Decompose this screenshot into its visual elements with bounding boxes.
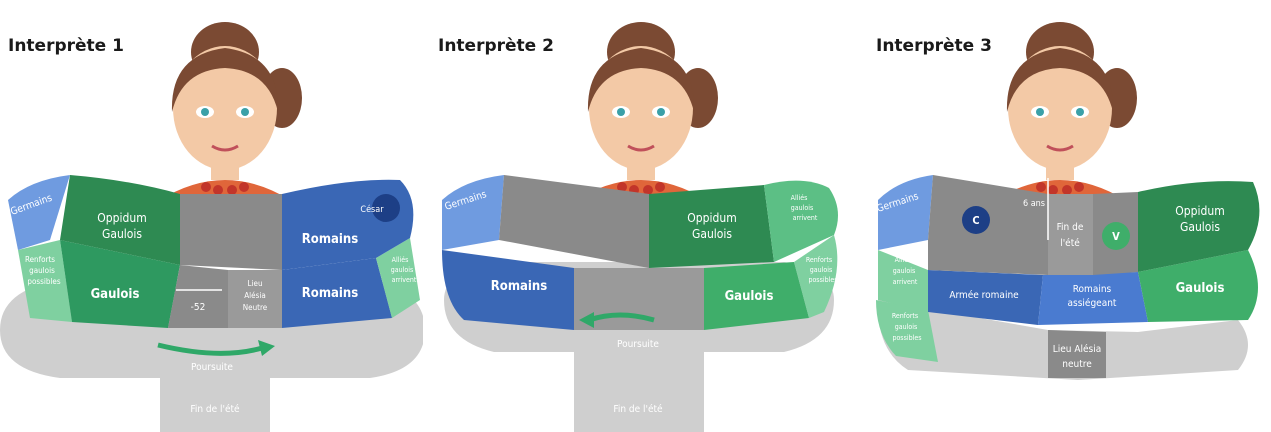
label-allies-3: arrivent	[893, 278, 918, 286]
label-six-ans: 6 ans	[1023, 199, 1045, 209]
woman-illustration	[576, 22, 718, 215]
segment-gaulois	[704, 262, 809, 330]
segment-lieu	[1048, 330, 1106, 378]
segment-armee	[928, 270, 1043, 325]
segment-allies	[878, 250, 928, 312]
v-badge	[1102, 222, 1130, 250]
segment-renforts	[18, 240, 72, 322]
label-poursuite: Poursuite	[191, 362, 233, 373]
segment-germains	[8, 175, 70, 250]
cesar-badge	[372, 194, 400, 222]
segment-romains-assiegeant	[1038, 272, 1148, 325]
segment-germains	[878, 175, 933, 250]
label-cesar: César	[360, 204, 384, 215]
interpreter-1-diagram: Germains Oppidum Gaulois Romains César R…	[0, 22, 423, 432]
interpreter-2-panel: Interprète 2 Germains Oppidum Gau	[424, 0, 847, 432]
label-c: C	[972, 214, 979, 227]
label-gaulois: Gaulois	[1176, 281, 1225, 296]
woman-illustration	[160, 22, 302, 215]
segment-oppidum	[60, 175, 180, 265]
label-allies-1: Alliés	[895, 256, 912, 264]
label-gaulois: Gaulois	[725, 289, 774, 304]
label-renforts-2: gaulois	[29, 266, 55, 275]
label-oppidum-1: Oppidum	[97, 211, 146, 225]
label-oppidum-2: Gaulois	[102, 227, 142, 241]
label-renforts-3: possibles	[892, 334, 921, 342]
label-renforts-2: gaulois	[810, 266, 832, 274]
label-renforts-1: Renforts	[806, 256, 832, 264]
c-badge	[962, 206, 990, 234]
interpreter-3-diagram: Germains C 6 ans Fin de l'été V Oppidum …	[876, 22, 1260, 380]
label-renforts-3: possibles	[808, 276, 837, 284]
label-fin: Fin de l'été	[613, 403, 663, 415]
label-allies-2: gaulois	[893, 267, 915, 275]
interpreter-3-title: Interprète 3	[876, 36, 992, 56]
woman-illustration	[995, 22, 1137, 215]
label-oppidum-2: Gaulois	[692, 227, 732, 241]
label-lieu-3: Neutre	[243, 303, 268, 312]
label-fin-ete-1: Fin de	[1057, 222, 1084, 233]
interpreter-2-title: Interprète 2	[438, 36, 554, 56]
segment-romains-bottom	[282, 258, 392, 328]
label-allies-3: arrivent	[392, 276, 417, 284]
label-lieu-1: Lieu Alésia	[1053, 343, 1102, 355]
label-romains-bottom: Romains	[302, 286, 358, 301]
label-lieu-1: Lieu	[248, 279, 263, 288]
segment-center	[180, 194, 282, 270]
segment-gaulois	[60, 240, 180, 328]
segment-renforts	[876, 300, 938, 362]
label-romains-assiegeant-1: Romains	[1073, 284, 1112, 295]
label-oppidum-1: Oppidum	[1175, 204, 1224, 218]
label-renforts-2: gaulois	[895, 323, 917, 331]
segment-lieu	[228, 270, 282, 328]
label-renforts-1: Renforts	[25, 255, 55, 264]
interpreter-1-panel: Interprète 1	[0, 0, 423, 432]
segment-allies	[376, 238, 420, 318]
segment-allies	[764, 180, 838, 262]
segment-oppidum	[649, 185, 774, 268]
label-romains-top: Romains	[302, 232, 358, 247]
label-gaulois: Gaulois	[91, 287, 140, 302]
label-renforts-3: possibles	[27, 277, 60, 286]
segment-fin-ete	[1048, 194, 1093, 275]
label-lieu-2: Alésia	[244, 290, 266, 300]
segment-romains	[442, 250, 574, 330]
label-allies-1: Alliés	[791, 194, 808, 202]
segment-oppidum	[1138, 181, 1260, 272]
segment-gaulois	[1138, 250, 1258, 322]
segment-renforts	[794, 235, 838, 318]
label-renforts-1: Renforts	[892, 312, 918, 320]
label-romains: Romains	[491, 279, 547, 294]
label-allies-3: arrivent	[793, 214, 818, 222]
label-armee: Armée romaine	[949, 289, 1019, 301]
interpreter-3-panel: Interprète 3 Ger	[848, 0, 1271, 432]
interpreter-1-title: Interprète 1	[8, 36, 124, 56]
poursuite-arrow-icon	[588, 312, 655, 323]
label-arrow-year: -52	[191, 302, 206, 313]
label-oppidum-2: Gaulois	[1180, 220, 1220, 234]
segment-germains	[442, 175, 504, 250]
poursuite-arrow-icon	[157, 342, 263, 356]
label-v: V	[1112, 230, 1120, 243]
label-lieu-2: neutre	[1062, 359, 1092, 370]
segment-center	[499, 175, 649, 268]
interpreter-2-diagram: Germains Oppidum Gaulois Alliés gaulois …	[442, 22, 838, 432]
label-fin: Fin de l'été	[190, 403, 240, 415]
label-oppidum-1: Oppidum	[687, 211, 736, 225]
label-allies-2: gaulois	[791, 204, 813, 212]
segment-arrow-year	[168, 265, 228, 328]
label-allies-1: Alliés	[392, 256, 409, 264]
label-fin-ete-2: l'été	[1060, 237, 1080, 249]
label-allies-2: gaulois	[391, 266, 413, 274]
label-poursuite: Poursuite	[617, 339, 659, 350]
label-romains-assiegeant-2: assiégeant	[1068, 297, 1117, 309]
